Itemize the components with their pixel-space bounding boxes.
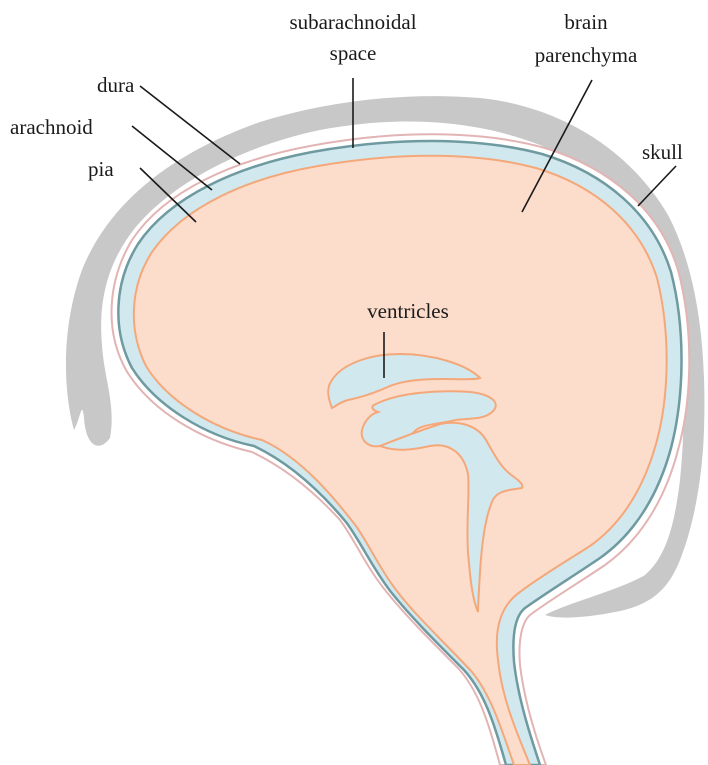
label-arachnoid: arachnoid (10, 115, 93, 139)
label-dura: dura (97, 73, 135, 97)
label-subarachnoidal: subarachnoidal (289, 10, 416, 34)
label-ventricles: ventricles (367, 299, 449, 323)
parenchyma-shape (134, 156, 667, 765)
label-skull: skull (642, 140, 683, 164)
label-space: space (330, 41, 377, 65)
label-parenchyma: parenchyma (535, 43, 638, 67)
label-brain: brain (564, 10, 608, 34)
label-pia: pia (88, 157, 114, 181)
leader-line-dura (140, 86, 240, 164)
